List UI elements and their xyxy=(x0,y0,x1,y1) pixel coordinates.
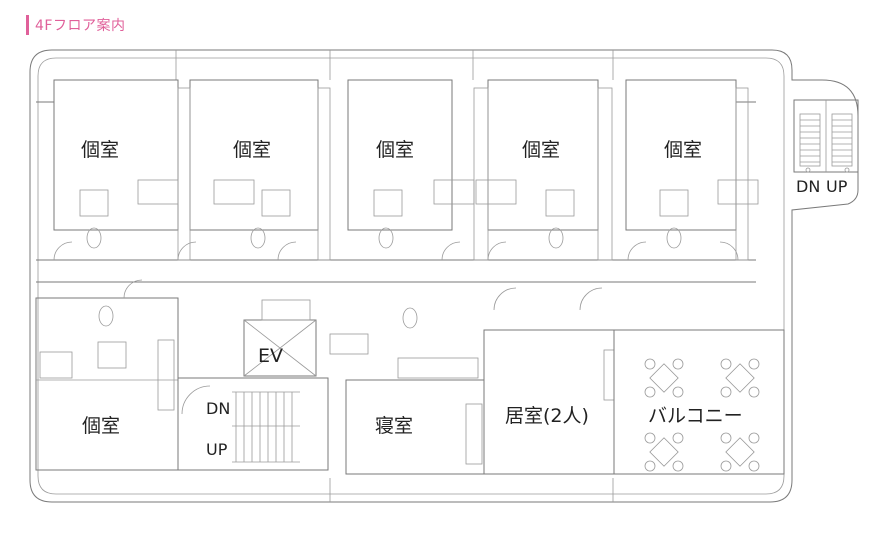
floor-guide-title: 4Fフロア案内 xyxy=(35,18,126,34)
elevator-shaft xyxy=(243,299,317,377)
side-stair-down-label: DN xyxy=(796,177,820,196)
room-label-living: 居室(2人) xyxy=(505,405,589,427)
room-label-bedroom: 寝室 xyxy=(375,415,413,437)
header-accent-bar xyxy=(26,15,29,35)
room-label-private-5: 個室 xyxy=(664,139,702,161)
side-staircase xyxy=(793,99,859,173)
main-stair-down-label: DN xyxy=(206,399,230,418)
room-label-private-3: 個室 xyxy=(376,139,414,161)
room-label-private-2: 個室 xyxy=(233,139,271,161)
main-stair-up-label: UP xyxy=(206,440,228,459)
room-label-private-6: 個室 xyxy=(82,415,120,437)
room-label-balcony: バルコニー xyxy=(648,405,743,427)
bedroom-area xyxy=(329,307,485,475)
top-room-row xyxy=(36,79,759,283)
living-room-area xyxy=(483,287,615,475)
building-outline xyxy=(29,49,859,503)
elevator-label: EV xyxy=(258,345,283,367)
side-stair-up-label: UP xyxy=(826,177,848,196)
room-label-private-4: 個室 xyxy=(522,139,560,161)
floor-guide-header: 4Fフロア案内 xyxy=(26,14,125,36)
main-staircase xyxy=(177,377,329,471)
room-label-private-1: 個室 xyxy=(81,139,119,161)
lower-left-room xyxy=(35,279,179,471)
balcony-area xyxy=(613,329,785,475)
